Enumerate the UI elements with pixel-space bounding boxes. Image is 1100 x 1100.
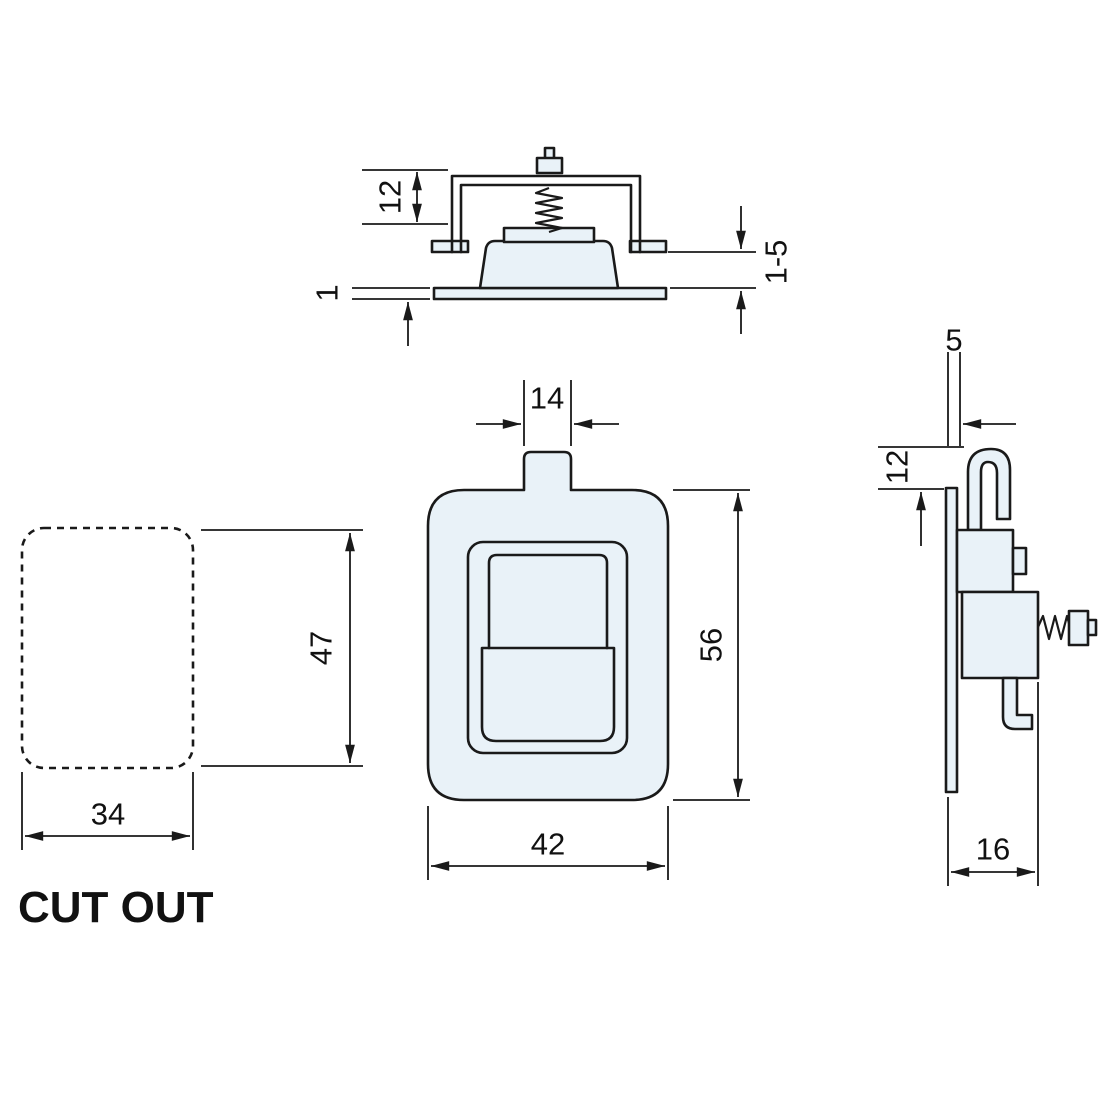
dim-face-height: 56	[673, 489, 750, 801]
dim-face-width: 42	[427, 806, 669, 880]
spring-coil	[534, 186, 564, 234]
upper-body-tab	[1011, 546, 1028, 576]
dim-depth-label: 16	[976, 832, 1010, 867]
dim-cutout-width: 34	[21, 772, 194, 850]
side-view: 5 12 16	[878, 323, 1098, 886]
paddle-lower	[480, 646, 616, 743]
dim-bracket-height-label: 12	[373, 180, 408, 214]
paddle-upper	[487, 553, 609, 650]
flange-plate-section	[432, 286, 668, 301]
latch-face-outline	[426, 450, 670, 802]
clamp-bracket-outer	[450, 174, 642, 254]
paddle-recess	[466, 540, 629, 755]
dim-bracket-height: 12	[362, 169, 448, 225]
dim-panel-min-label: 1	[310, 284, 345, 301]
dim-cutout-height: 47	[201, 529, 363, 767]
latch-body-section	[478, 239, 620, 290]
dim-face-height-label: 56	[694, 628, 729, 662]
dim-tab-offset: 5	[945, 323, 1016, 446]
dim-cutout-width-label: 34	[91, 797, 125, 832]
dim-cutout-height-label: 47	[304, 631, 339, 665]
cutout-title: CUT OUT	[18, 883, 214, 932]
screw-end-side	[1086, 618, 1098, 637]
dim-tab-offset-label: 5	[945, 323, 962, 358]
flange-plate-side	[944, 486, 959, 794]
dim-grip-range: 1-5	[668, 206, 794, 334]
screw-head	[535, 156, 564, 175]
cutout-outline	[20, 526, 195, 770]
dim-grip-range-label: 1-5	[759, 240, 794, 285]
dim-side-tab-height: 12	[878, 446, 964, 546]
section-view: 12 1 1-5	[310, 146, 794, 346]
cutout-view: 34 47 CUT OUT	[18, 526, 363, 932]
dim-panel-min: 1	[310, 284, 430, 346]
dim-face-width-label: 42	[531, 827, 565, 862]
upper-body-block	[955, 528, 1015, 594]
dim-tab-width-label: 14	[530, 381, 564, 416]
dim-tab-width: 14	[476, 380, 619, 446]
housing-block	[960, 590, 1040, 680]
dim-depth: 16	[947, 682, 1039, 886]
screw-nut-side	[1067, 609, 1090, 647]
top-hook	[966, 447, 1012, 532]
screw-thread-side	[1036, 614, 1072, 641]
dim-side-tab-height-label: 12	[880, 450, 915, 484]
clamp-bracket-inner	[459, 183, 633, 254]
latch-cap-section	[502, 226, 596, 244]
front-view: 14 56 42	[426, 380, 750, 880]
clamp-foot-left	[430, 239, 470, 254]
bottom-foot	[1001, 676, 1034, 731]
clamp-foot-right	[628, 239, 668, 254]
